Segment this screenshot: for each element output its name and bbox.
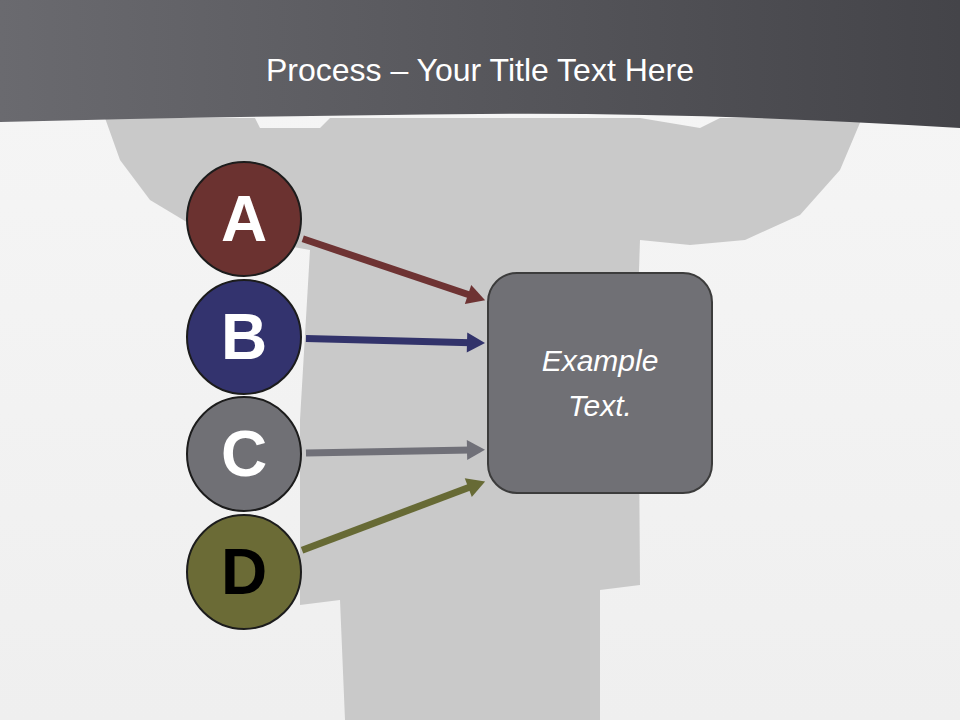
- step-letter: A: [221, 182, 267, 256]
- arrow-shaft: [306, 339, 471, 343]
- arrow-head: [467, 333, 485, 353]
- header-band: [0, 0, 960, 128]
- step-circle: D: [186, 514, 302, 630]
- flow-arrow: [303, 239, 472, 296]
- slide-title: Process – Your Title Text Here: [0, 52, 960, 89]
- arrow-head: [465, 285, 485, 304]
- flow-arrow: [302, 486, 472, 550]
- step-letter: D: [221, 535, 267, 609]
- flow-arrow: [306, 450, 471, 453]
- arrow-shaft: [306, 450, 471, 453]
- arrow-head: [465, 478, 485, 497]
- arrow-head: [467, 440, 485, 460]
- arrow-shaft: [303, 239, 472, 296]
- box-text: Example Text.: [519, 338, 681, 428]
- arrow-shaft: [302, 486, 472, 550]
- step-circle: A: [186, 161, 302, 277]
- step-letter: C: [221, 417, 267, 491]
- step-circle: B: [186, 279, 302, 395]
- result-box: Example Text.: [487, 272, 713, 494]
- step-letter: B: [221, 300, 267, 374]
- person-silhouette: [105, 118, 862, 720]
- step-circle: C: [186, 396, 302, 512]
- flow-arrow: [306, 339, 471, 343]
